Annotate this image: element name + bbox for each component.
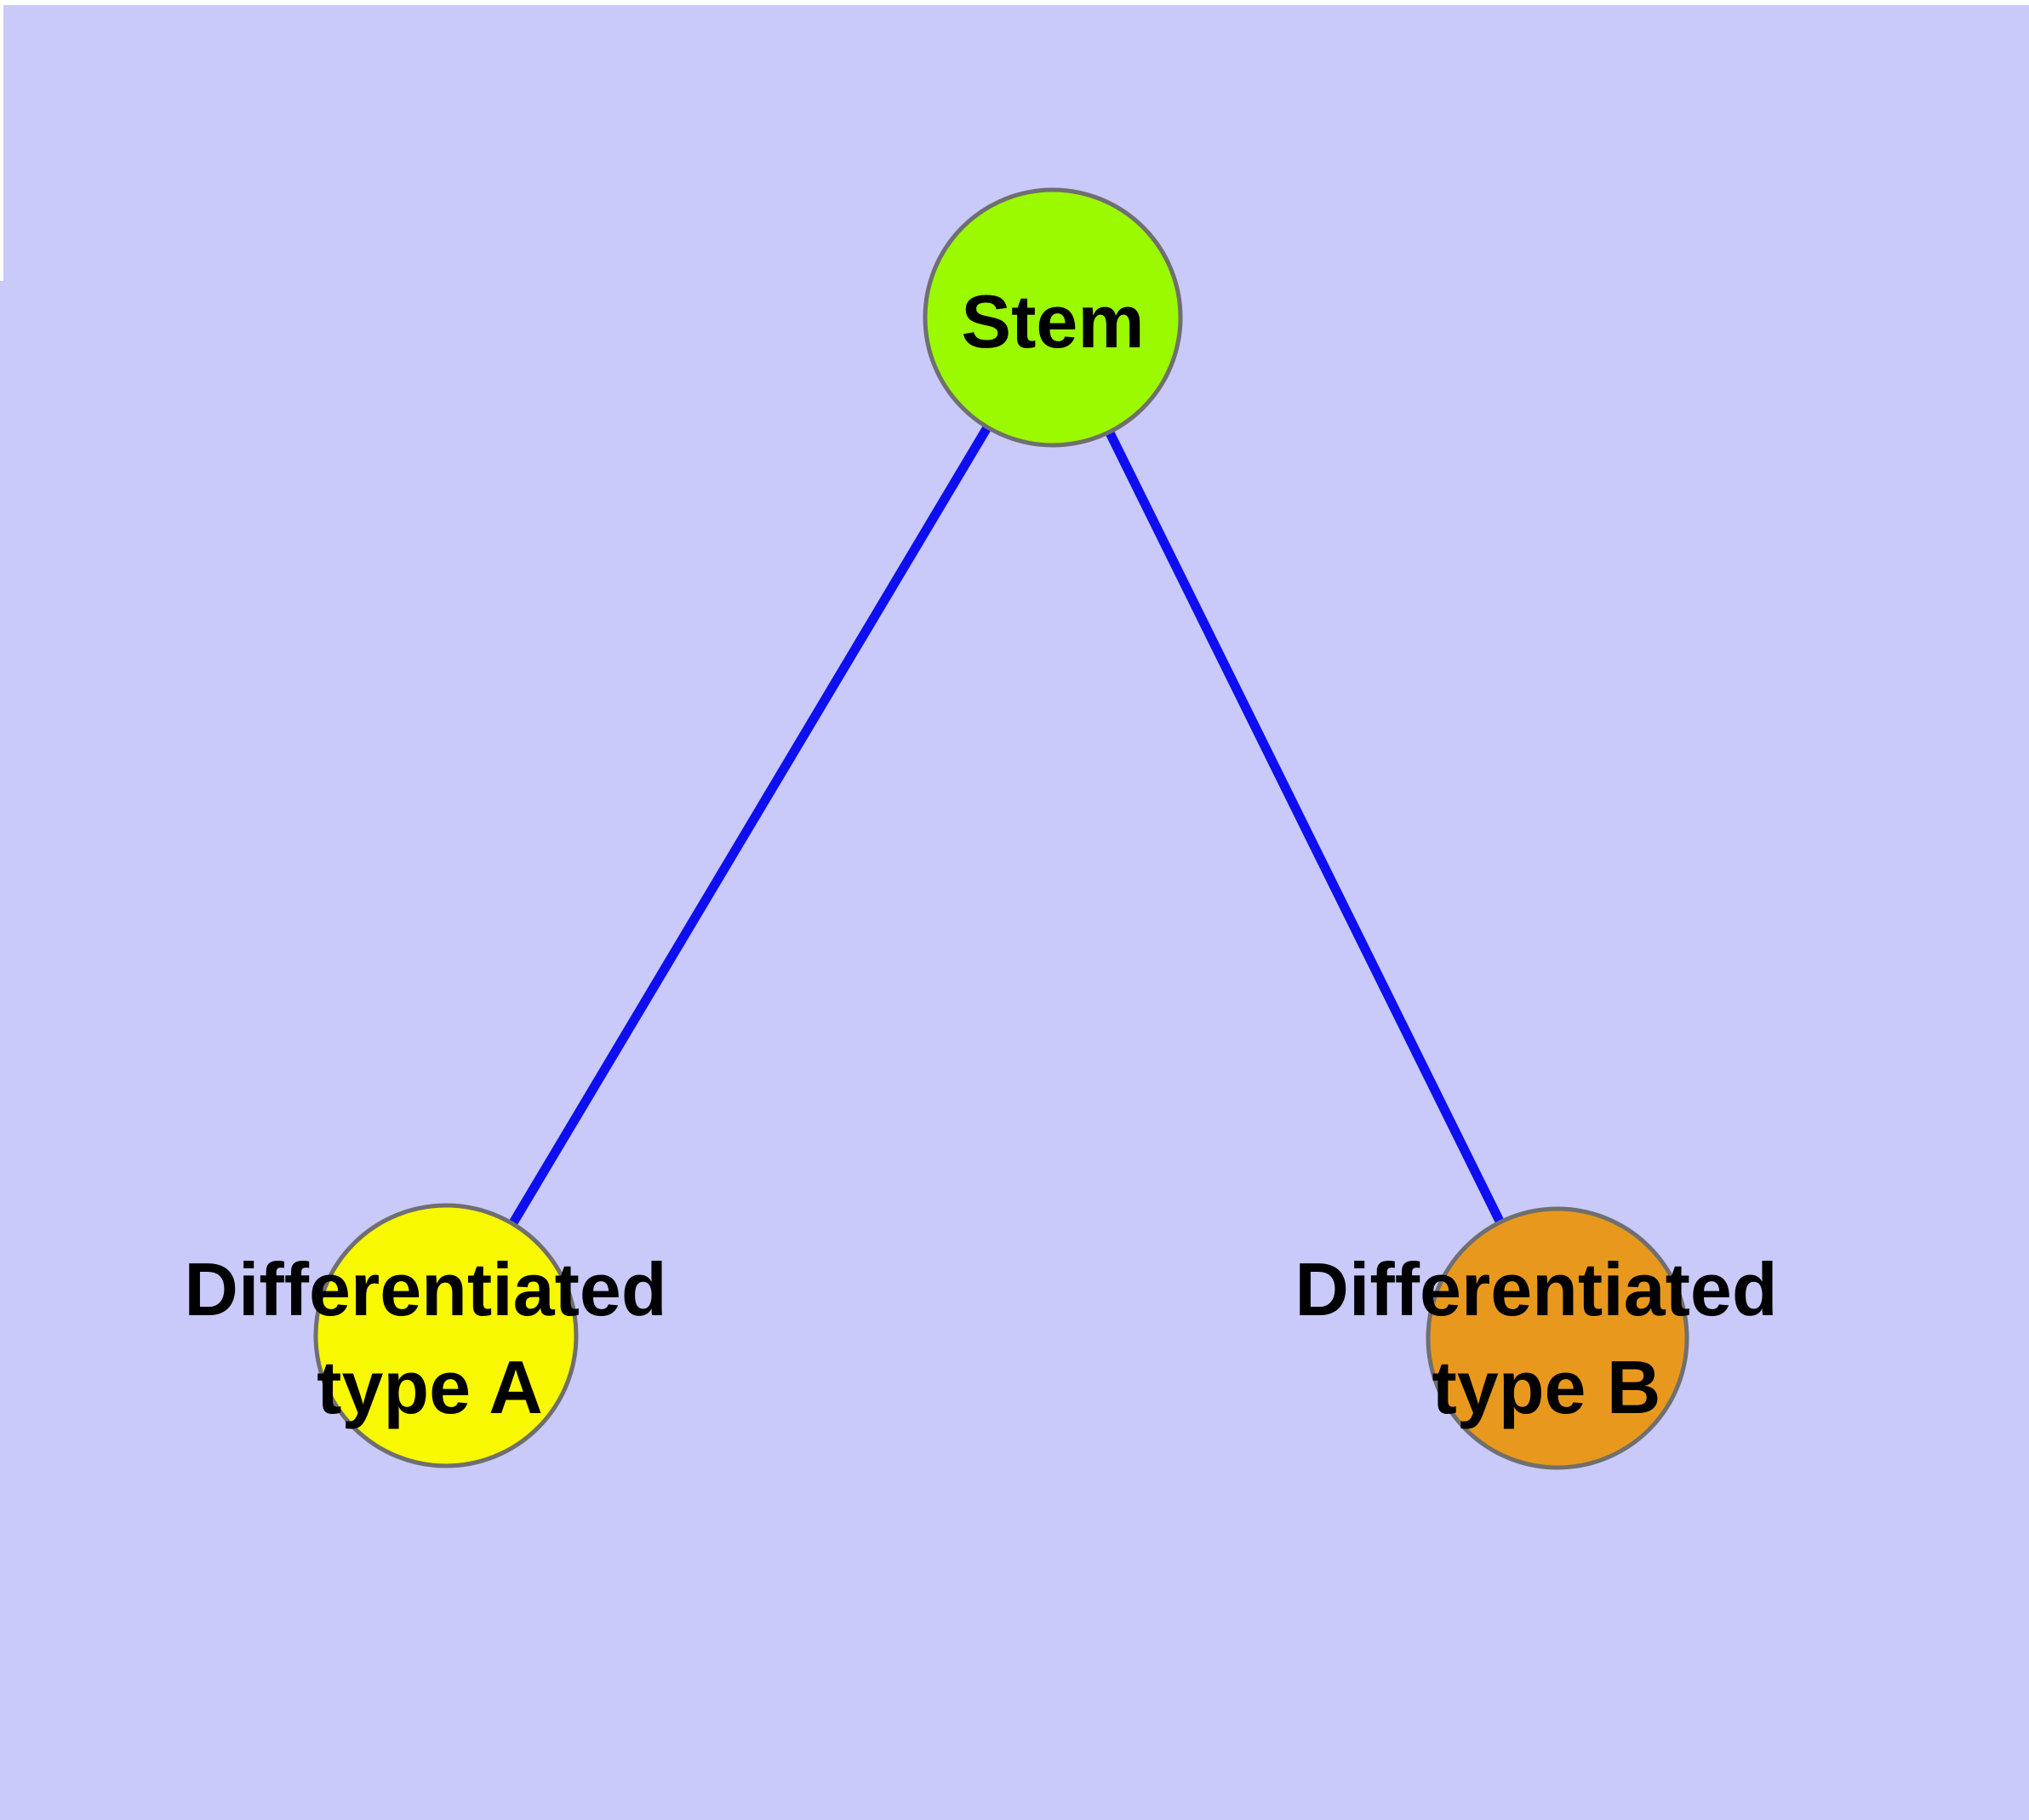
edge-stem-to-type-b bbox=[1049, 315, 1562, 1341]
left-margin-strip bbox=[0, 0, 3, 281]
node-type-b-circle bbox=[1426, 1206, 1689, 1470]
node-stem-circle bbox=[923, 187, 1183, 448]
node-stem-label: Stem bbox=[961, 279, 1144, 363]
node-type-a-label-line-1: Differentiated bbox=[184, 1247, 666, 1331]
node-type-b-label-line-2: type B bbox=[1432, 1345, 1661, 1429]
node-type-a-circle bbox=[313, 1203, 579, 1468]
node-type-a-label-line-2: type A bbox=[317, 1345, 543, 1429]
edge-stem-to-type-a bbox=[442, 315, 1057, 1338]
top-margin-strip bbox=[0, 0, 2029, 5]
node-type-b-label-line-1: Differentiated bbox=[1295, 1247, 1777, 1331]
